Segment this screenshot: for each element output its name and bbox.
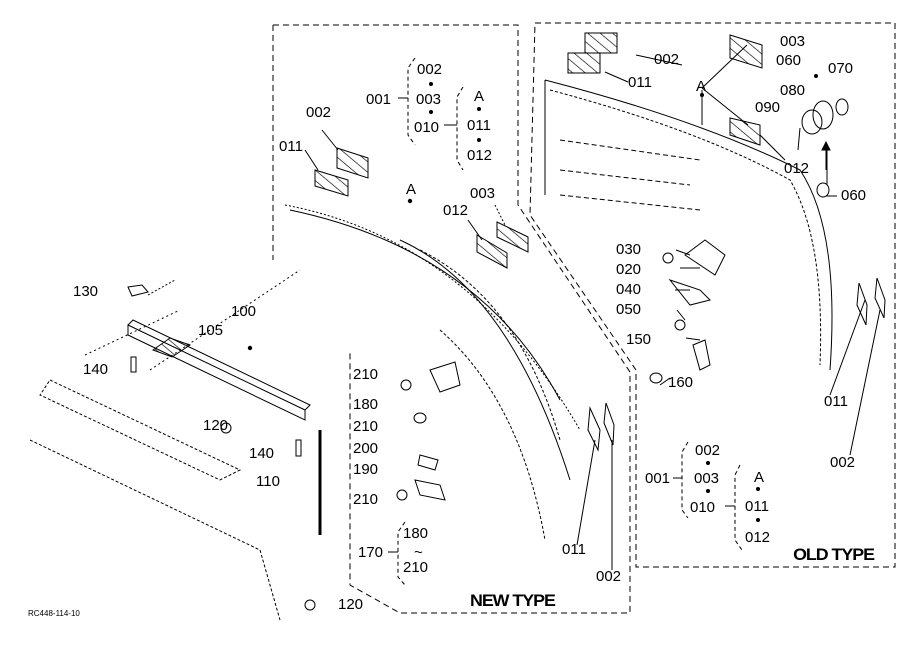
- part-label-002: 002: [654, 51, 680, 68]
- part-label-180: 180: [353, 396, 379, 413]
- kit-label-003: 003: [694, 470, 720, 487]
- part-label-060: 060: [776, 52, 802, 69]
- ref-label-A: A: [696, 78, 707, 95]
- decal-012-new: [476, 234, 508, 269]
- kit-label-210: 210: [403, 559, 429, 576]
- part-label-011: 011: [824, 393, 848, 410]
- new-type-title: NEW TYPE: [469, 591, 556, 610]
- decal-002-side-new: [603, 402, 615, 446]
- old-type-title: OLD TYPE: [793, 545, 875, 564]
- decal-011-side-old: [856, 282, 868, 326]
- part-label-050: 050: [616, 301, 642, 318]
- part-label-002: 002: [306, 104, 332, 121]
- part-label-120: 120: [338, 596, 364, 613]
- kit-label-002: 002: [695, 442, 721, 459]
- part-label-200: 200: [353, 440, 379, 457]
- kit-label-011: 011: [745, 498, 769, 515]
- part-label-002: 002: [596, 568, 622, 585]
- part-label-210: 210: [353, 366, 379, 383]
- decal-003-old: [729, 34, 763, 69]
- kit-label-011: 011: [467, 117, 491, 134]
- part-label-100: 100: [231, 303, 257, 320]
- part-label-030: 030: [616, 241, 642, 258]
- kit-label-010: 010: [690, 499, 716, 516]
- part-label-080: 080: [780, 82, 806, 99]
- part-label-011: 011: [562, 541, 586, 558]
- kit-label-012: 012: [467, 147, 493, 164]
- part-label-011: 011: [279, 138, 303, 155]
- part-label-012: 012: [443, 202, 469, 219]
- ref-label-A: A: [406, 181, 417, 198]
- kit-label-A: A: [474, 88, 485, 105]
- decal-011-new: [314, 169, 349, 197]
- part-label-002: 002: [830, 454, 856, 471]
- part-label-150: 150: [626, 331, 652, 348]
- part-label-130: 130: [73, 283, 99, 300]
- part-label-110: 110: [256, 473, 280, 490]
- part-label-210: 210: [353, 418, 379, 435]
- kit-label-A: A: [754, 469, 765, 486]
- part-label-120: 120: [203, 417, 229, 434]
- part-label-140: 140: [83, 361, 109, 378]
- decal-002-new: [336, 147, 369, 179]
- decal-002-side-old: [874, 277, 886, 319]
- kit-label-170: 170: [358, 544, 384, 561]
- drawing-code: RC448-114-10: [28, 609, 80, 618]
- decal-002-old: [584, 32, 618, 54]
- kit-label-001: 001: [645, 470, 671, 487]
- kit-label-180: 180: [403, 525, 429, 542]
- kit-label-003: 003: [416, 91, 442, 108]
- kit-label-010: 010: [414, 119, 440, 136]
- part-label-140: 140: [249, 445, 275, 462]
- kit-label-002: 002: [417, 61, 443, 78]
- kit-label-012: 012: [745, 529, 771, 546]
- part-label-040: 040: [616, 281, 642, 298]
- part-label-060: 060: [841, 187, 867, 204]
- part-label-070: 070: [828, 60, 854, 77]
- part-label-090: 090: [755, 99, 781, 116]
- decal-105: [151, 337, 192, 358]
- part-label-020: 020: [616, 261, 642, 278]
- decal-003-new: [496, 221, 529, 253]
- decal-011-side-new: [587, 406, 601, 452]
- part-label-105: 105: [198, 322, 224, 339]
- decal-012-old: [729, 117, 761, 146]
- part-label-011: 011: [628, 74, 652, 91]
- kit-label-001: 001: [366, 91, 392, 108]
- part-label-003: 003: [780, 33, 806, 50]
- kit-range-tilde: ~: [414, 544, 423, 561]
- part-label-210: 210: [353, 491, 379, 508]
- decal-011-old: [567, 52, 601, 74]
- part-label-003: 003: [470, 185, 496, 202]
- old-type-panel-border: [529, 22, 896, 568]
- part-label-190: 190: [353, 461, 379, 478]
- part-label-160: 160: [668, 374, 694, 391]
- part-label-012: 012: [784, 160, 810, 177]
- new-type-panel-border: [273, 24, 631, 614]
